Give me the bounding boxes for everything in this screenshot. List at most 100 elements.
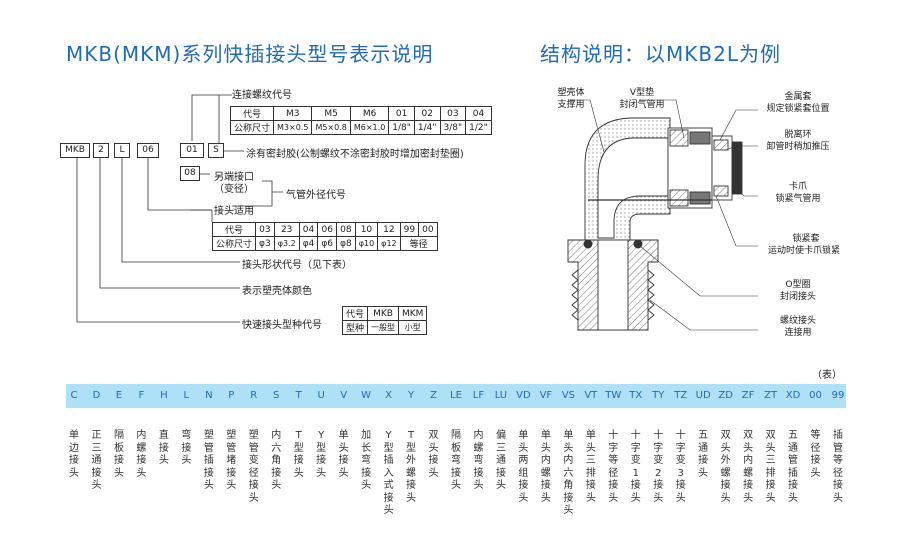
table-row: 代号 M3 M5 M6 01 02 03 04 (229, 106, 492, 121)
shape-code: TX (629, 390, 643, 401)
shape-code: D (92, 390, 101, 401)
label-thread-code: 连接螺纹代号 (232, 90, 292, 101)
series-table: 代号 MKB MKM 型种 一般型 小型 (341, 306, 428, 335)
shape-desc: 十字等径接头 (608, 430, 619, 504)
shape-desc: 单头内六角接头 (563, 430, 574, 516)
label-fit-tube: 接头适用 (214, 206, 254, 217)
shape-desc: 插管等径接头 (833, 430, 843, 504)
shape-code: LF (472, 390, 485, 401)
shape-desc: 直接头 (158, 430, 169, 466)
shape-code: TZ (674, 390, 688, 401)
table-cell: 一般型 (367, 320, 400, 335)
shape-desc: Y型插入式接头 (383, 430, 394, 516)
shape-code: ZF (741, 390, 755, 401)
shape-desc: Y型接头 (316, 430, 327, 479)
right-title: 结构说明：以MKB2L为例 (540, 42, 781, 66)
shape-code: TY (652, 390, 665, 401)
table-cell: 等径 (399, 236, 438, 251)
shape-desc: T型外螺接头 (406, 430, 417, 504)
left-title: MKB(MKM)系列快插接头型号表示说明 (66, 42, 434, 66)
callout-plastic-shell: 塑壳体 (557, 88, 585, 98)
shape-desc: 单头三排接头 (585, 430, 596, 504)
label-other-port: 另端接口 (214, 172, 254, 183)
model-box-sealant: S (208, 143, 224, 158)
shape-code: XD (785, 390, 801, 401)
table-cell: φ12 (377, 236, 401, 251)
shape-code: VS (561, 390, 575, 401)
shape-code: 00 (809, 390, 822, 401)
label-tube-od-code: 气管外径代号 (286, 190, 346, 201)
shape-code: N (205, 390, 213, 401)
callout-v-seal-sub: 封闭气管用 (619, 100, 665, 110)
model-box-thread: 01 (180, 143, 204, 158)
shape-desc: 内螺弯接头 (473, 430, 484, 491)
shape-code: VT (584, 390, 598, 401)
shape-code: Z (430, 390, 437, 401)
model-box-series: MKB (60, 143, 90, 158)
shape-code: V (340, 390, 348, 401)
shape-desc: 塑管插接头 (203, 430, 214, 491)
table-row: 公称尺寸 φ3 φ3.2 φ4 φ6 φ8 φ10 φ12 等径 (211, 236, 438, 251)
callout-claw: 卡爪 (788, 182, 807, 192)
callout-metal-sleeve-sub: 规定锁紧套位置 (766, 104, 830, 114)
shape-code: U (317, 390, 325, 401)
shape-code: P (228, 390, 235, 401)
shape-code: H (160, 390, 168, 401)
shape-desc: 偏三通接头 (495, 430, 506, 491)
shape-code: T (295, 390, 302, 401)
table-cell: 公称尺寸 (211, 236, 257, 251)
shape-desc: 塑管堵接头 (226, 430, 237, 491)
table-cell: φ4 (298, 236, 319, 251)
label-series-code: 快速接头型种代号 (242, 320, 322, 331)
shape-desc: 隔板接头 (113, 430, 124, 479)
callout-o-ring-sub: 封闭接头 (779, 292, 816, 302)
shape-desc: 五通接头 (698, 430, 709, 479)
shape-code: ZT (764, 390, 778, 401)
shape-code: X (385, 390, 393, 401)
shape-desc: 五通管插接头 (788, 430, 799, 504)
table-cell: 小型 (398, 320, 428, 335)
callout-release-ring: 脱离环 (784, 130, 812, 140)
callout-thread-joint: 螺纹接头 (779, 316, 816, 326)
shape-desc: 十字变1接头 (630, 430, 641, 504)
shape-code: E (115, 390, 123, 401)
model-box-tube: 06 (137, 143, 159, 158)
shape-desc: 双头接头 (428, 430, 439, 479)
callout-metal-sleeve: 金属套 (784, 92, 812, 102)
table-cell: φ8 (336, 236, 356, 251)
model-box-color: 2 (93, 143, 109, 158)
shape-desc: 塑管变径接头 (248, 430, 259, 504)
shape-code: VD (516, 390, 531, 401)
model-box-other-port: 08 (180, 166, 200, 181)
shape-code: LE (450, 390, 462, 401)
shape-code: R (250, 390, 258, 401)
shape-desc: 双头外螺接头 (720, 430, 731, 504)
label-other-port-sub: （变径） (214, 184, 254, 195)
shape-desc: 十字变2接头 (653, 430, 664, 504)
shape-table-note: （表） (812, 370, 842, 381)
shape-desc: T型接头 (293, 430, 304, 479)
label-body-color: 表示塑壳体颜色 (242, 286, 312, 297)
shape-desc: 加长弯接头 (361, 430, 372, 491)
table-row: 代号 03 23 04 06 08 10 12 99 00 (211, 222, 438, 237)
table-cell: 公称尺寸 (229, 120, 275, 135)
shape-code: UD (695, 390, 711, 401)
callout-v-seal: V型垫 (629, 88, 655, 98)
shape-desc: 内螺接头 (136, 430, 147, 479)
table-cell: 1/2" (465, 120, 492, 135)
shape-code: TW (605, 390, 622, 401)
shape-code: 99 (831, 390, 845, 401)
label-sealant: 涂有密封胶(公制螺纹不涂密封胶时增加密封垫圈) (246, 149, 464, 160)
shape-desc: 双头三排接头 (765, 430, 776, 504)
shape-desc: 等径接头 (810, 430, 821, 479)
label-shape-code: 接头形状代号（见下表） (242, 260, 352, 271)
shape-desc: 隔板弯接头 (451, 430, 461, 491)
shape-desc: 单头接头 (338, 430, 349, 479)
tube-table: 代号 03 23 04 06 08 10 12 99 00 公称尺寸 φ3 φ3… (211, 222, 438, 251)
callout-claw-sub: 锁紧气管用 (775, 194, 821, 204)
table-cell: 型种 (341, 320, 369, 335)
table-cell: M6 (349, 106, 390, 121)
table-cell: 3/8" (439, 120, 467, 135)
